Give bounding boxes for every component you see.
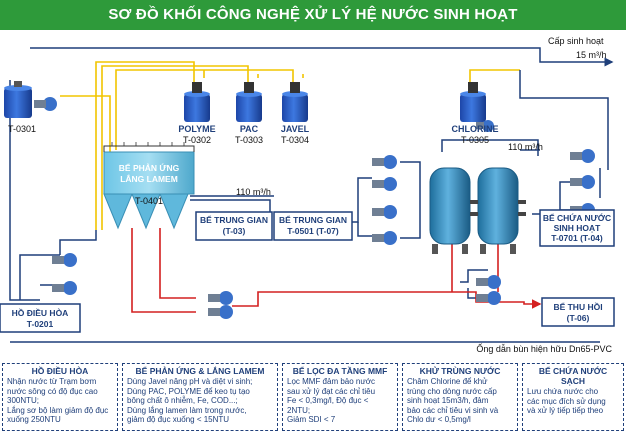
card-line: giảm độ đục xuống < 15NTU xyxy=(127,415,230,425)
javel-name: JAVEL xyxy=(281,124,310,134)
card-khu-trung: KHỬ TRÙNG NƯỚC Châm Chlorine để khử trùn… xyxy=(402,363,518,431)
pac-name: PAC xyxy=(240,124,259,134)
card-line: Lọc MMF đảm bảo nước xyxy=(287,377,375,386)
chlorine-code: T-0305 xyxy=(461,135,489,145)
card-line: nước sông có độ đục cao xyxy=(7,386,98,396)
card-loc-mmf: BỂ LỌC ĐA TẦNG MMF Lọc MMF đảm bảo nước … xyxy=(282,363,398,431)
title-bar xyxy=(0,0,626,30)
card-body: Dùng Javel nâng pH và diệt vi sinh; Dùng… xyxy=(127,377,273,425)
card-line: sinh hoạt 15m3/h, đảm xyxy=(407,396,489,406)
card-title: BỂ PHẢN ỨNG & LẮNG LAMEM xyxy=(135,366,265,376)
card-line: Dùng Javel nâng pH và diệt vi sinh; xyxy=(127,377,253,386)
lamem-reactor xyxy=(103,142,195,230)
dieu-hoa-line1: HỒ ĐIỀU HÒA xyxy=(12,307,69,318)
lamem-line1: BỂ PHẢN ỨNG xyxy=(119,162,180,173)
card-line: sau xử lý đạt các chỉ tiêu xyxy=(287,386,376,396)
card-line: Dùng lắng lamen làm trong nước, xyxy=(127,405,247,415)
card-line: và xử lý tiếp tiếp theo xyxy=(527,406,604,416)
card-line: 300NTU; xyxy=(7,396,40,406)
be-tg1-line1: BỂ TRUNG GIAN xyxy=(200,214,268,225)
pipe-note: Ống dẫn bùn hiện hữu Dn65-PVC xyxy=(476,343,612,354)
card-title: BỂ CHỨA NƯỚC SẠCH xyxy=(538,366,608,386)
flow-110-top-label: 110 m³/h xyxy=(508,142,543,152)
card-phan-ung-lamem: BỂ PHẢN ỨNG & LẮNG LAMEM Dùng Javel nâng… xyxy=(122,363,278,431)
be-sach-line1: BỂ CHỨA NƯỚC xyxy=(543,212,611,223)
be-tg1-line2: (T-03) xyxy=(223,226,246,236)
card-title: KHỬ TRÙNG NƯỚC xyxy=(419,366,501,376)
card-line: Lưu chứa nước cho xyxy=(527,387,599,396)
tank-pac xyxy=(236,82,262,122)
lamem-line2: LẮNG LAMEM xyxy=(120,174,178,184)
flow-110-mid-label: 110 m³/h xyxy=(236,187,271,197)
card-line: Chlo dư < 0,5mg/l xyxy=(407,415,471,425)
polyme-code: T-0302 xyxy=(183,135,211,145)
card-line: trùng cho dòng nước cấp xyxy=(407,386,497,396)
chlorine-name: CHLORINE xyxy=(452,124,499,134)
javel-code: T-0304 xyxy=(281,135,309,145)
card-line: bảo các chỉ tiêu vi sinh và xyxy=(407,405,499,415)
tank-chlorine xyxy=(460,82,486,122)
card-line: các mục đích sử dụng xyxy=(527,396,606,406)
card-line: Nhận nước từ Trạm bơm xyxy=(7,377,97,386)
dosing-lines xyxy=(60,61,520,230)
card-body: Nhận nước từ Trạm bơm nước sông có độ đụ… xyxy=(7,377,113,425)
card-title: BỂ LỌC ĐA TẦNG MMF xyxy=(292,366,388,376)
be-tg2-line1: BỂ TRUNG GIAN xyxy=(279,214,347,225)
t0301-label: T-0301 xyxy=(8,124,36,134)
card-body: Lưu chứa nước cho các mục đích sử dụng v… xyxy=(527,387,619,416)
card-dieu-hoa: HỒ ĐIỀU HÒA Nhận nước từ Trạm bơm nước s… xyxy=(2,363,118,431)
be-tg2-line2: T-0501 (T-07) xyxy=(287,226,339,236)
card-title: HỒ ĐIỀU HÒA xyxy=(31,366,89,376)
card-line: xuống 250NTU xyxy=(7,415,61,425)
tank-javel xyxy=(282,82,308,122)
dieu-hoa-line2: T-0201 xyxy=(27,319,54,329)
mmf-filters xyxy=(429,167,526,254)
card-line: Giảm SDI < 7 xyxy=(287,415,336,425)
card-line: bông chất ô nhiễm, Fe, COD...; xyxy=(127,396,238,406)
card-line: Châm Chlorine để khử xyxy=(407,377,488,386)
tank-polyme xyxy=(184,82,210,122)
supply-out-label: Cấp sinh hoạt xyxy=(548,36,604,46)
thu-hoi-line1: BỂ THU HỒI xyxy=(553,301,602,312)
flow-15-label: 15 m³/h xyxy=(576,50,607,60)
card-line: Dùng PAC, POLYME để keo tụ tạo xyxy=(127,386,250,396)
be-sach-line3: T-0701 (T-04) xyxy=(551,233,603,243)
thu-hoi-line2: (T-06) xyxy=(567,313,590,323)
diagram-title: SƠ ĐỒ KHỐI CÔNG NGHỆ XỬ LÝ HỆ NƯỚC SINH … xyxy=(108,6,518,23)
polyme-name: POLYME xyxy=(178,124,215,134)
basin-boxes xyxy=(0,209,615,333)
card-line: Lắng sơ bộ làm giảm độ đục xyxy=(7,405,109,415)
lamem-code: T-0401 xyxy=(135,196,163,206)
card-line: 2NTU; xyxy=(287,405,311,415)
process-lines xyxy=(9,47,614,343)
process-pumps xyxy=(52,120,595,319)
card-body: Châm Chlorine để khử trùng cho dòng nước… xyxy=(407,377,513,425)
card-body: Lọc MMF đảm bảo nước sau xử lý đạt các c… xyxy=(287,377,393,425)
be-sach-line2: SINH HOẠT xyxy=(554,223,602,233)
pump-t0301 xyxy=(34,97,57,111)
pac-code: T-0303 xyxy=(235,135,263,145)
card-nuoc-sach: BỂ CHỨA NƯỚC SẠCH Lưu chứa nước cho các … xyxy=(522,363,624,431)
card-line: Fe < 0,3mg/l, Độ đục < xyxy=(287,396,369,406)
tank-t0301 xyxy=(4,81,32,118)
